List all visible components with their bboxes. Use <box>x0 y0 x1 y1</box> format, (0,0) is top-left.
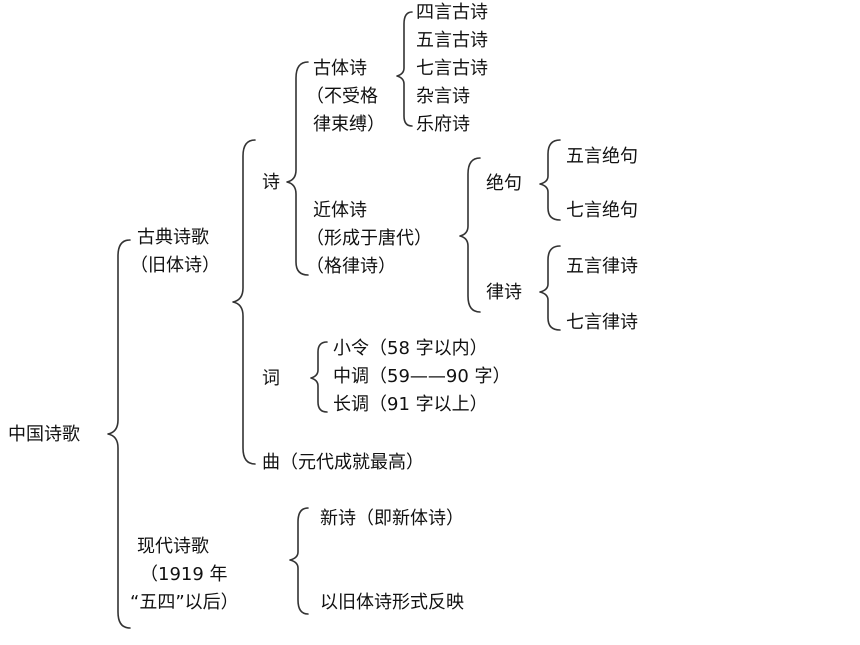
modern-line1: 现代诗歌 <box>137 536 209 557</box>
guti-item: 五言古诗 <box>416 30 488 51</box>
jueju-brace <box>539 139 561 221</box>
guti-item: 杂言诗 <box>416 86 470 107</box>
guti-line1: 古体诗 <box>313 58 367 79</box>
guti-brace <box>396 11 413 127</box>
guti-line3: 律束缚） <box>313 114 385 135</box>
shi-brace <box>286 61 309 276</box>
ci-label: 词 <box>262 368 280 389</box>
lvshi-brace <box>539 245 561 331</box>
classical-brace <box>232 139 256 465</box>
classical-subtitle: （旧体诗） <box>130 255 220 276</box>
jueju-item: 七言绝句 <box>566 200 638 221</box>
root-brace <box>107 239 131 629</box>
modern-brace <box>289 507 309 615</box>
modern-line2: （1919 年 <box>140 564 228 585</box>
shi-label: 诗 <box>262 172 280 193</box>
qu-label: 曲（元代成就最高） <box>262 452 424 473</box>
lvshi-label: 律诗 <box>486 282 522 303</box>
guti-item: 七言古诗 <box>416 58 488 79</box>
jinti-line3: （格律诗） <box>306 256 396 277</box>
modern-line3: “五四”以后） <box>130 592 239 613</box>
jinti-brace <box>459 157 481 313</box>
jueju-item: 五言绝句 <box>566 146 638 167</box>
guti-item: 乐府诗 <box>416 114 470 135</box>
classical-title: 古典诗歌 <box>137 227 209 248</box>
jinti-line2: （形成于唐代） <box>306 228 432 249</box>
lvshi-item: 七言律诗 <box>566 312 638 333</box>
ci-item: 小令（58 字以内） <box>333 338 488 359</box>
ci-brace <box>310 341 328 413</box>
jinti-line1: 近体诗 <box>313 200 367 221</box>
modern-item: 新诗（即新体诗） <box>320 508 464 529</box>
ci-item: 长调（91 字以上） <box>333 394 488 415</box>
jueju-label: 绝句 <box>486 173 522 194</box>
guti-line2: （不受格 <box>306 86 378 107</box>
ci-item: 中调（59——90 字） <box>333 366 511 387</box>
lvshi-item: 五言律诗 <box>566 256 638 277</box>
modern-item: 以旧体诗形式反映 <box>320 592 464 613</box>
root-label: 中国诗歌 <box>8 424 80 445</box>
guti-item: 四言古诗 <box>416 2 488 23</box>
